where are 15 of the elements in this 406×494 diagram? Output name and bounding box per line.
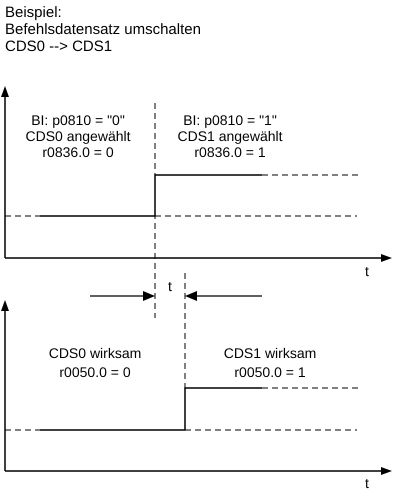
state-label: CDS0 angewählt — [25, 128, 131, 144]
subtitle: Befehlsdatensatz umschalten CDS0 --> CDS1 — [5, 21, 202, 55]
title: Beispiel: — [5, 4, 62, 21]
state-label: CDS1 angewählt — [177, 128, 283, 144]
axis-label: t — [365, 263, 369, 279]
state-label: r0836.0 = 0 — [42, 144, 114, 160]
state-label: r0050.0 = 0 — [59, 364, 131, 380]
state-label: CDS0 wirksam — [48, 345, 142, 361]
state-label: r0050.0 = 1 — [234, 364, 306, 380]
axis-label: t — [365, 475, 369, 491]
state-label: CDS1 wirksam — [224, 345, 316, 361]
state-label: r0836.0 = 1 — [194, 144, 266, 160]
dimension-label: t — [168, 278, 172, 294]
state-label: BI: p0810 = "1" — [183, 112, 277, 128]
state-label: BI: p0810 = "0" — [31, 112, 125, 128]
